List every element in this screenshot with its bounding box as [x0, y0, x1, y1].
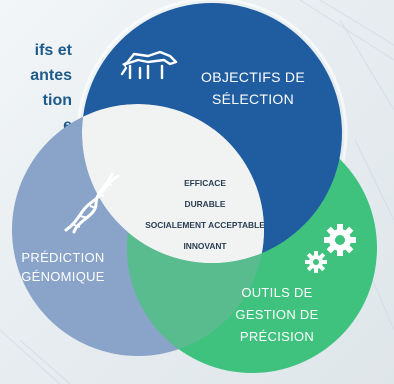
side-text-line-4: e [63, 117, 72, 134]
outils-label-line-1: OUTILS DE [241, 285, 313, 300]
prediction-label-line-1: PRÉDICTION [21, 250, 105, 265]
center-item-innovant: INNOVANT [183, 241, 227, 251]
outils-label: OUTILS DE GESTION DE PRÉCISION [212, 282, 342, 348]
objectifs-label: OBJECTIFS DE SÉLECTION [178, 66, 328, 110]
objectifs-label-line-2: SÉLECTION [211, 91, 295, 107]
center-item-durable: DURABLE [184, 199, 226, 209]
center-item-efficace: EFFICACE [184, 178, 226, 188]
side-text-line-1: ifs et [34, 42, 72, 59]
dna-icon [64, 172, 120, 234]
objectifs-label-line-1: OBJECTIFS DE [201, 69, 305, 85]
outils-label-line-2: GESTION DE [235, 307, 319, 322]
side-text-line-3: tion [42, 92, 72, 109]
gears-icon [305, 224, 356, 273]
side-text-line-2: antes [30, 67, 72, 84]
side-title-fragment: ifs et antes tion e [0, 38, 72, 138]
center-values-list: EFFICACE DURABLE SOCIALEMENT ACCEPTABLE … [120, 173, 290, 257]
farmer-cow-icon [120, 50, 178, 80]
center-item-socialement-acceptable: SOCIALEMENT ACCEPTABLE [145, 220, 265, 230]
prediction-label-line-2: GÉNOMIQUE [21, 269, 105, 284]
outils-label-line-3: PRÉCISION [239, 329, 315, 344]
prediction-label: PRÉDICTION GÉNOMIQUE [8, 248, 118, 286]
